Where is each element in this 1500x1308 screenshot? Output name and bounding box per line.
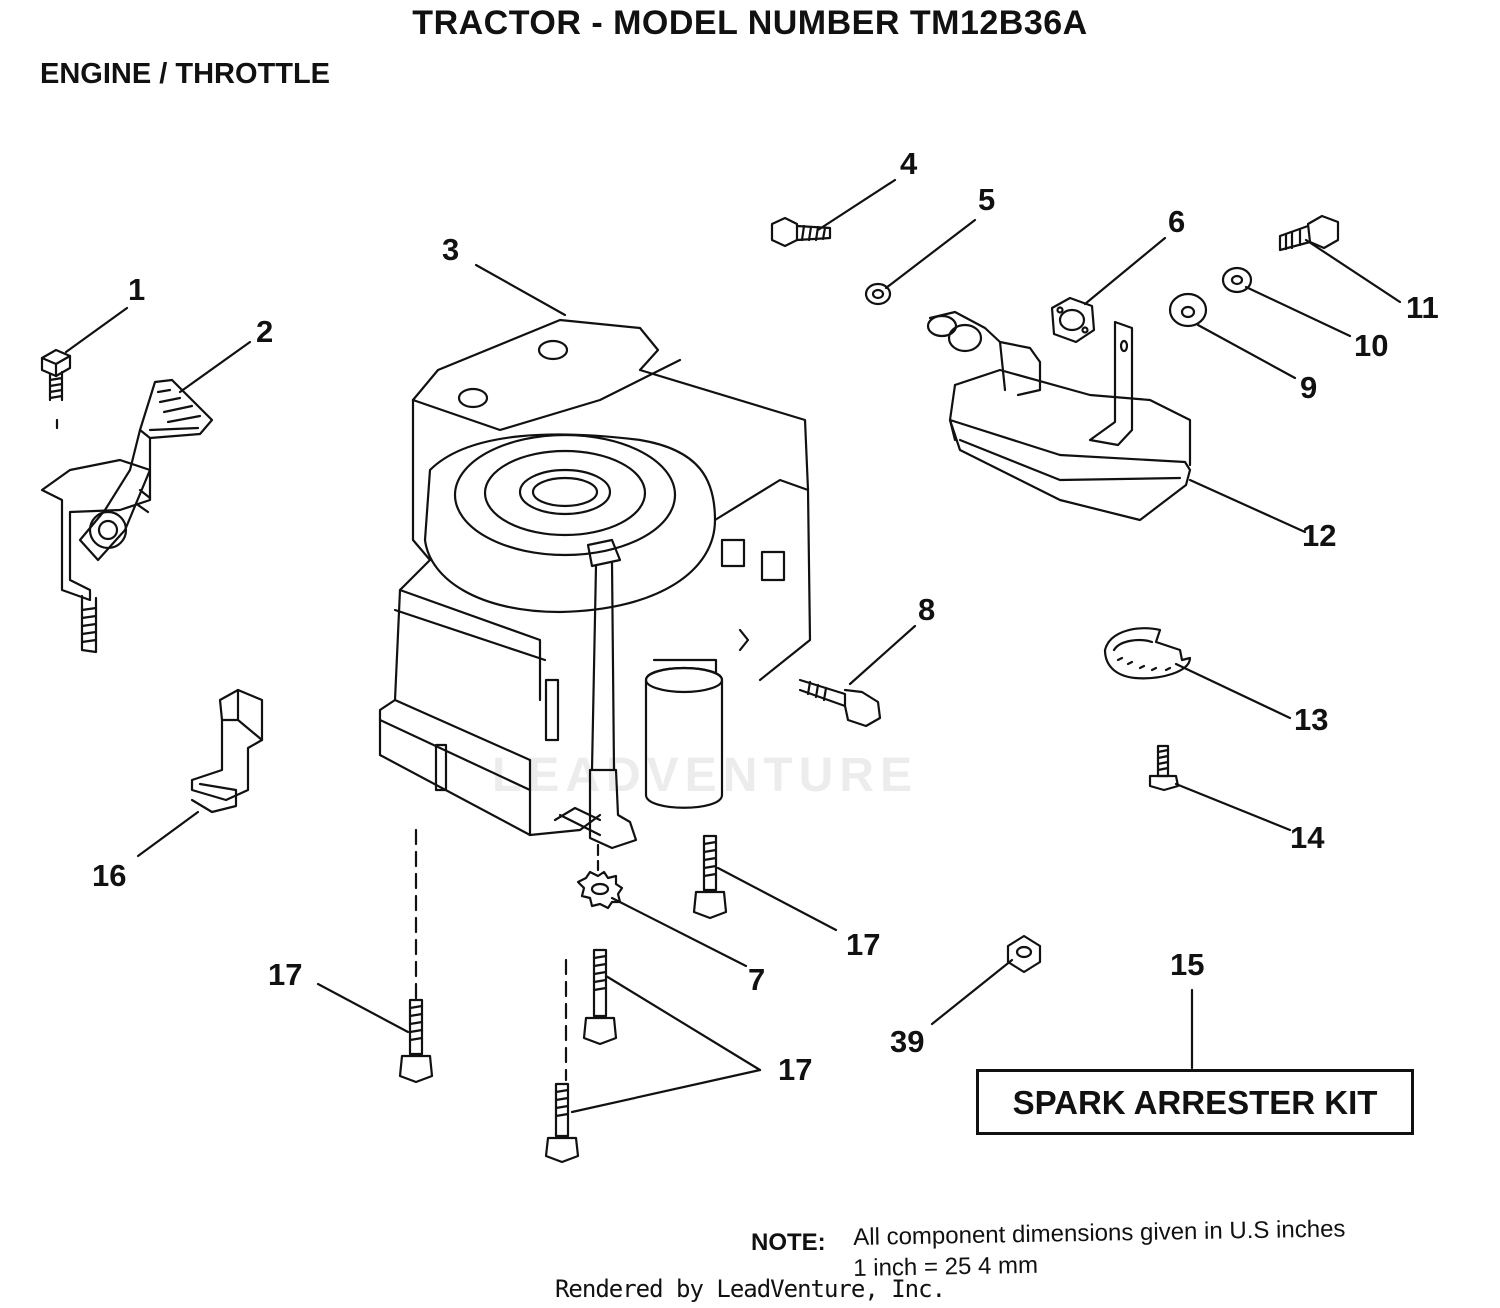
part-11-bolt[interactable]: [1278, 214, 1340, 252]
callout-13: 13: [1294, 702, 1328, 737]
page-title: TRACTOR - MODEL NUMBER TM12B36A: [412, 4, 1088, 42]
callout-12: 12: [1302, 518, 1336, 553]
part-12-muffler[interactable]: [926, 310, 1192, 522]
part-39-nut[interactable]: [1006, 934, 1042, 974]
section-subtitle: ENGINE / THROTTLE: [40, 58, 330, 90]
callout-6: 6: [1168, 204, 1185, 239]
footer-credit: Rendered by LeadVenture, Inc.: [554, 1275, 946, 1303]
callout-39: 39: [890, 1024, 924, 1059]
callout-17-c: 17: [778, 1052, 812, 1087]
part-4-bolt[interactable]: [770, 216, 832, 248]
part-3-engine[interactable]: [378, 318, 812, 850]
callout-4: 4: [900, 146, 918, 181]
callout-9: 9: [1300, 370, 1317, 405]
callout-1: 1: [128, 272, 145, 307]
callout-2: 2: [256, 314, 273, 349]
part-1-bolt[interactable]: [40, 348, 72, 402]
callout-17-b: 17: [268, 957, 302, 992]
part-16-bracket[interactable]: [190, 688, 264, 814]
note-label: NOTE:: [751, 1229, 826, 1256]
part-10-washer[interactable]: [1221, 266, 1253, 294]
part-13-spark-screen[interactable]: [1103, 627, 1192, 680]
spark-arrester-kit-label: SPARK ARRESTER KIT: [976, 1069, 1414, 1135]
part-9-washer[interactable]: [1168, 292, 1208, 328]
callout-5: 5: [978, 182, 995, 217]
part-17-bolt-c[interactable]: [582, 948, 618, 1046]
callout-17-a: 17: [846, 927, 880, 962]
part-17-bolt-b[interactable]: [398, 998, 434, 1084]
watermark-text: LEADVENTURE: [492, 749, 919, 802]
callout-8: 8: [918, 592, 935, 627]
part-6-gasket[interactable]: [1050, 296, 1096, 344]
callout-7: 7: [748, 962, 765, 997]
part-17-bolt-a[interactable]: [692, 834, 728, 920]
callout-14: 14: [1290, 820, 1325, 855]
part-7-star-washer[interactable]: [576, 870, 624, 910]
callout-15: 15: [1170, 947, 1204, 982]
callout-10: 10: [1354, 328, 1388, 363]
part-2-throttle-control[interactable]: [40, 378, 214, 654]
part-5-washer[interactable]: [864, 282, 892, 306]
callout-11: 11: [1406, 290, 1439, 325]
callout-16: 16: [92, 858, 126, 893]
part-14-screw[interactable]: [1148, 744, 1180, 792]
callout-3: 3: [442, 232, 459, 267]
part-8-bolt[interactable]: [798, 678, 882, 728]
part-17-bolt-d[interactable]: [544, 1082, 580, 1164]
